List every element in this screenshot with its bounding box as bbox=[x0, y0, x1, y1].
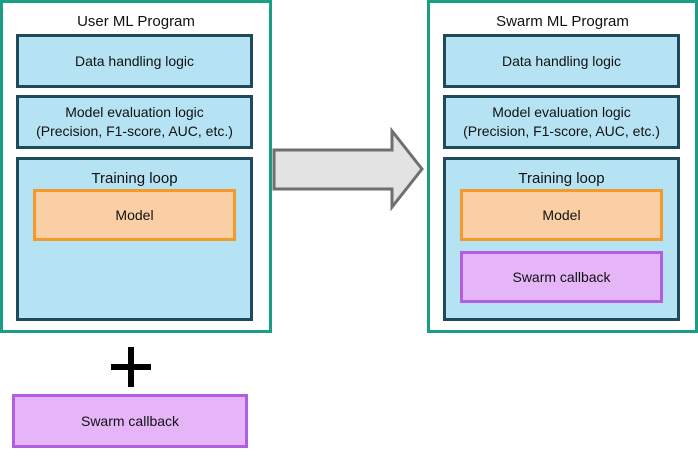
swarm-model-evaluation-box: Model evaluation logic (Precision, F1-sc… bbox=[443, 95, 680, 149]
user-data-handling-box: Data handling logic bbox=[16, 34, 253, 88]
plus-icon bbox=[111, 347, 151, 387]
swarm-model-evaluation-label: Model evaluation logic bbox=[492, 104, 631, 120]
swarm-model-evaluation-metrics: (Precision, F1-score, AUC, etc.) bbox=[463, 123, 660, 139]
swarm-data-handling-label: Data handling logic bbox=[501, 52, 622, 69]
swarm-data-handling-box: Data handling logic bbox=[443, 34, 680, 88]
user-data-handling-label: Data handling logic bbox=[74, 52, 195, 69]
user-training-loop-label: Training loop bbox=[91, 170, 178, 187]
standalone-swarm-callback-box: Swarm callback bbox=[12, 394, 248, 448]
swarm-callback-label: Swarm callback bbox=[512, 269, 611, 285]
swarm-callback-box: Swarm callback bbox=[460, 251, 663, 303]
user-model-evaluation-label: Model evaluation logic bbox=[65, 104, 204, 120]
user-ml-program-title: User ML Program bbox=[77, 13, 195, 30]
swarm-ml-program-title: Swarm ML Program bbox=[496, 13, 629, 30]
user-model-evaluation-metrics: (Precision, F1-score, AUC, etc.) bbox=[36, 123, 233, 139]
user-model-box: Model bbox=[33, 189, 236, 241]
user-model-label: Model bbox=[115, 207, 154, 223]
swarm-model-box: Model bbox=[460, 189, 663, 241]
standalone-swarm-callback-label: Swarm callback bbox=[80, 413, 180, 429]
swarm-model-label: Model bbox=[542, 207, 581, 223]
swarm-training-loop-label: Training loop bbox=[518, 170, 605, 187]
right-arrow-icon bbox=[272, 126, 424, 212]
user-model-evaluation-box: Model evaluation logic (Precision, F1-sc… bbox=[16, 95, 253, 149]
